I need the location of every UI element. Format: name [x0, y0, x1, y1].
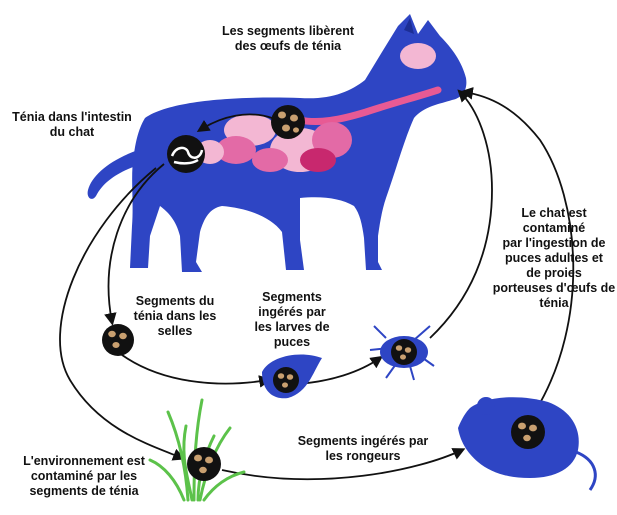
label-cat-contaminated: Le chat est contaminé par l'ingestion de… — [492, 206, 616, 311]
flea-icon — [370, 326, 434, 380]
egg-cluster-icon — [187, 447, 221, 481]
tapeworm-icon — [167, 135, 205, 173]
label-environment-contaminated: L'environnement est contaminé par les se… — [4, 454, 164, 499]
label-segments-in-stool: Segments du ténia dans les selles — [120, 294, 230, 339]
label-segments-eaten-by-rodents: Segments ingérés par les rongeurs — [288, 434, 438, 464]
egg-cluster-icon — [271, 105, 305, 139]
mouse-icon — [458, 397, 595, 490]
label-tapeworm-in-intestine: Ténia dans l'intestin du chat — [2, 110, 142, 140]
label-segments-eaten-by-flea-larvae: Segments ingérés par les larves de puces — [242, 290, 342, 350]
flea-larva-icon — [262, 354, 322, 398]
label-segments-release-eggs: Les segments libèrent des œufs de ténia — [188, 24, 388, 54]
